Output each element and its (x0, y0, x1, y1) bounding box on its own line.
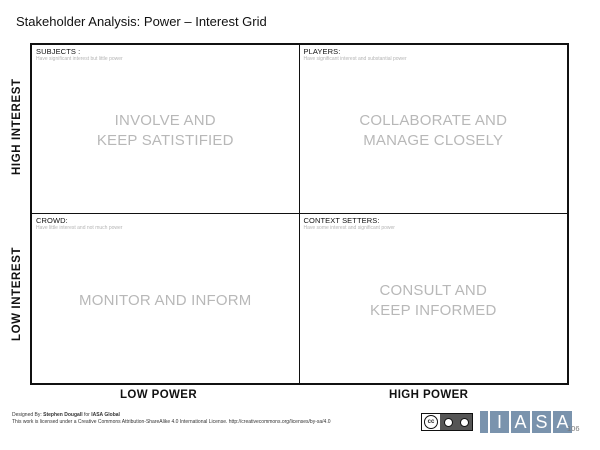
logo-bar (480, 411, 488, 433)
quadrant-strategy: CONSULT AND KEEP INFORMED (300, 214, 568, 383)
power-interest-grid: SUBJECTS : Have significant interest but… (30, 43, 569, 385)
quadrant-label: SUBJECTS : (36, 47, 81, 56)
strategy-line: INVOLVE AND (114, 112, 216, 129)
axis-label-high-interest: HIGH INTEREST (11, 78, 23, 175)
credit-mid: for (82, 412, 92, 418)
page-title: Stakeholder Analysis: Power – Interest G… (16, 14, 267, 29)
quadrant-label: CROWD: (36, 216, 68, 225)
designer-credit: Designed By: Stephen Dougall for IASA Gl… (12, 412, 120, 418)
share-alike-icon (459, 417, 469, 427)
logo-letter: S (532, 411, 551, 433)
quadrant-description: Have significant interest but little pow… (36, 56, 123, 62)
strategy-line: COLLABORATE AND (359, 112, 508, 129)
strategy-line: MANAGE CLOSELY (363, 132, 504, 149)
strategy-line: KEEP SATISTIFIED (96, 132, 234, 149)
logo-letter: I (490, 411, 509, 433)
cc-icon: cc (424, 415, 438, 429)
quadrant-strategy: INVOLVE AND KEEP SATISTIFIED (32, 45, 299, 213)
axis-label-high-power: HIGH POWER (389, 389, 469, 401)
strategy-line: KEEP INFORMED (369, 301, 497, 319)
quadrant-description: Have some interest and significant power (303, 225, 395, 231)
designer-name: Stephen Dougall (43, 412, 83, 418)
quadrant-label: CONTEXT SETTERS: (303, 216, 380, 225)
page-number: 106 (567, 424, 580, 433)
iasa-logo: I A S A (480, 411, 574, 433)
creative-commons-badge: cc (421, 413, 473, 431)
credit-prefix: Designed By: (12, 412, 44, 418)
attribution-icon (443, 417, 453, 427)
quadrant-subjects: SUBJECTS : Have significant interest but… (32, 45, 300, 214)
organization-name: IASA Global (91, 412, 120, 418)
strategy-line: MONITOR AND INFORM (79, 291, 252, 309)
quadrant-strategy: MONITOR AND INFORM (32, 214, 299, 383)
quadrant-description: Have little interest and not much power (36, 225, 123, 231)
strategy-line: CONSULT AND (379, 281, 487, 299)
axis-label-low-interest: LOW INTEREST (11, 246, 23, 341)
license-text: This work is licensed under a Creative C… (12, 419, 331, 425)
axis-label-low-power: LOW POWER (120, 389, 198, 401)
logo-letter: A (553, 411, 572, 433)
quadrant-players: PLAYERS: Have significant interest and s… (299, 45, 568, 214)
quadrant-crowd: CROWD: Have little interest and not much… (32, 214, 300, 383)
quadrant-context-setters: CONTEXT SETTERS: Have some interest and … (300, 214, 568, 383)
quadrant-strategy: COLLABORATE AND MANAGE CLOSELY (300, 45, 568, 213)
quadrant-label: PLAYERS: (303, 47, 341, 56)
quadrant-description: Have significant interest and substantia… (303, 56, 407, 62)
logo-letter: A (511, 411, 530, 433)
